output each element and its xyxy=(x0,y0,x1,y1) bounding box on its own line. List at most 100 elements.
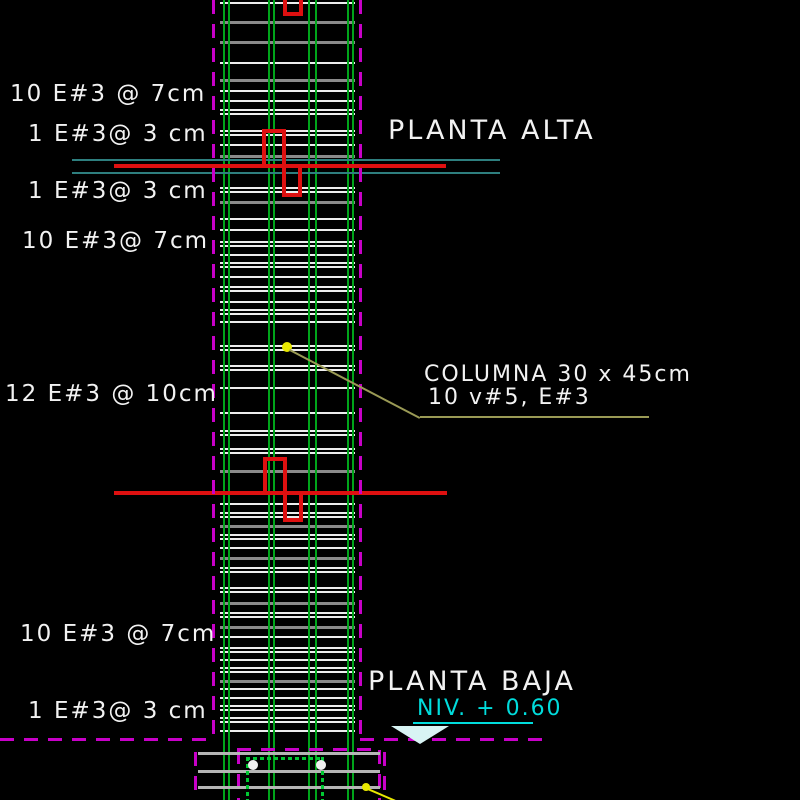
column-edge-dashed xyxy=(212,0,215,738)
stirrup-line xyxy=(220,62,355,64)
label-stirrups-4: 10 E#3@ 7cm xyxy=(22,228,210,254)
stirrup-line xyxy=(220,218,355,220)
stirrup-line xyxy=(220,109,355,115)
stirrup-line xyxy=(220,229,355,231)
footing-stirrup-leg xyxy=(246,757,249,800)
footing-side-dashed xyxy=(194,752,197,800)
stirrup-line xyxy=(220,636,355,638)
stirrup-line xyxy=(220,697,355,699)
stirrup-line xyxy=(220,276,355,278)
stirrup-line xyxy=(220,241,355,247)
stirrup-line xyxy=(220,525,355,528)
stirrup-line xyxy=(220,567,355,573)
beam-lower-red-line xyxy=(114,491,447,495)
stirrup-line xyxy=(220,587,355,593)
rebar-dot xyxy=(316,760,326,770)
stirrup-line xyxy=(220,90,355,92)
stirrup-line xyxy=(220,680,355,683)
pedestal-side-dashed xyxy=(237,750,240,800)
footing-bar xyxy=(198,786,380,789)
stirrup-line xyxy=(220,286,355,292)
floor-line-dashed xyxy=(0,738,213,741)
rebar-line xyxy=(352,0,354,800)
label-columna-rebar: 10 v#5, E#3 xyxy=(428,385,591,410)
level-marker xyxy=(391,726,449,744)
splice-hook xyxy=(263,457,287,492)
stirrup-line xyxy=(220,512,355,518)
label-stirrups-7: 1 E#3@ 3 cm xyxy=(28,698,208,724)
label-nivel: NIV. + 0.60 xyxy=(417,696,563,721)
pedestal-side-dashed xyxy=(378,750,381,800)
stirrup-line xyxy=(220,612,355,618)
column-edge-dashed xyxy=(359,0,362,738)
beam-upper-teal-line xyxy=(72,159,500,161)
stirrup-line xyxy=(220,21,355,24)
stirrup-line xyxy=(220,41,355,44)
stirrup-line xyxy=(220,130,355,136)
footing-stirrup-top xyxy=(246,757,324,760)
splice-hook-top xyxy=(283,0,303,16)
stirrup-line xyxy=(220,2,355,4)
leader-dot xyxy=(362,783,370,791)
footing-stirrup-leg xyxy=(321,757,324,800)
stirrup-line xyxy=(220,503,355,505)
label-stirrups-2: 1 E#3@ 3 cm xyxy=(28,121,208,147)
label-columna-size: COLUMNA 30 x 45cm xyxy=(424,362,692,387)
splice-hook xyxy=(262,129,286,167)
label-stirrups-6: 10 E#3 @ 7cm xyxy=(20,621,217,647)
stirrup-line xyxy=(220,602,355,605)
footing-side-dashed xyxy=(383,752,386,800)
stirrup-line xyxy=(220,667,355,673)
rebar-line xyxy=(268,0,270,800)
rebar-dot xyxy=(248,760,258,770)
leader-line xyxy=(367,788,396,800)
beam-upper-teal-line xyxy=(72,172,500,174)
splice-hook xyxy=(283,494,303,522)
stirrup-line xyxy=(220,448,355,454)
stirrup-line xyxy=(220,430,355,436)
stirrup-line xyxy=(220,688,355,690)
leader-dot xyxy=(282,342,292,352)
stirrup-line xyxy=(220,659,355,661)
stirrup-line xyxy=(220,201,355,204)
stirrup-line xyxy=(220,100,355,102)
beam-upper-red-line xyxy=(114,164,446,168)
stirrup-line xyxy=(220,470,355,473)
floor-line-dashed xyxy=(360,738,548,741)
footing-bar xyxy=(198,752,380,755)
stirrup-line xyxy=(220,321,355,323)
stirrup-line xyxy=(220,534,355,540)
stirrup-line xyxy=(220,717,355,723)
rebar-line xyxy=(347,0,349,800)
rebar-line xyxy=(228,0,230,800)
stirrup-line xyxy=(220,254,355,256)
label-stirrups-3: 1 E#3@ 3 cm xyxy=(28,178,208,204)
footing-bar xyxy=(198,770,380,773)
stirrup-line xyxy=(220,626,355,629)
label-planta-alta: PLANTA ALTA xyxy=(388,115,596,146)
rebar-line xyxy=(308,0,310,800)
stirrup-line xyxy=(220,262,355,268)
stirrup-line xyxy=(220,155,355,158)
nivel-underline xyxy=(413,722,533,724)
stirrup-line xyxy=(220,301,355,303)
splice-hook xyxy=(282,168,302,197)
label-stirrups-1: 10 E#3 @ 7cm xyxy=(10,81,207,107)
stirrup-line xyxy=(220,730,355,732)
leader-underline xyxy=(420,416,649,418)
stirrup-line xyxy=(220,187,355,193)
rebar-line xyxy=(223,0,225,800)
stirrup-line xyxy=(220,309,355,315)
label-planta-baja: PLANTA BAJA xyxy=(368,666,577,697)
rebar-line xyxy=(273,0,275,800)
stirrup-line xyxy=(220,547,355,549)
stirrup-line xyxy=(220,365,355,371)
rebar-line xyxy=(315,0,317,800)
label-stirrups-5: 12 E#3 @ 10cm xyxy=(5,381,218,407)
stirrup-line xyxy=(220,412,355,414)
pedestal-top-dashed xyxy=(237,748,380,751)
stirrup-line xyxy=(220,557,355,560)
stirrup-line xyxy=(220,387,355,389)
stirrup-line xyxy=(220,144,355,146)
